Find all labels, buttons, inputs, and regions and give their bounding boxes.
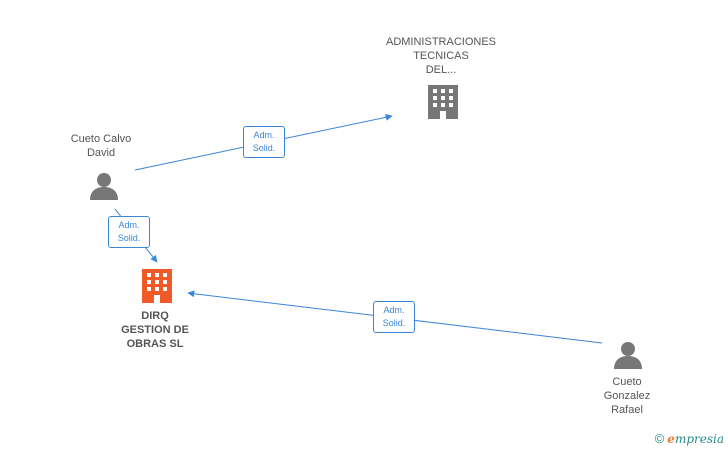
- node-label-dirq[interactable]: DIRQ GESTION DE OBRAS SL: [112, 309, 198, 351]
- edge-label-line: Solid.: [117, 233, 141, 243]
- edge-label-line: Solid.: [252, 143, 276, 153]
- node-label-line: OBRAS SL: [126, 338, 184, 350]
- edge-label-adm-solid: Adm. Solid.: [108, 216, 150, 248]
- node-label-line: David: [86, 147, 116, 159]
- node-label-cueto-calvo[interactable]: Cueto Calvo David: [55, 132, 147, 160]
- edge-label-line: Adm.: [383, 305, 405, 315]
- empresia-watermark: ©empresia: [655, 431, 724, 446]
- node-label-line: DEL...: [425, 64, 457, 76]
- edge-label-line: Solid.: [382, 318, 406, 328]
- brand-logo: empresia: [667, 432, 724, 446]
- node-label-line: Gonzalez: [603, 390, 651, 402]
- node-label-line: TECNICAS: [413, 50, 469, 62]
- node-label-line: Cueto Calvo: [70, 133, 132, 145]
- node-label-line: ADMINISTRACIONES: [385, 36, 496, 48]
- node-label-line: DIRQ: [141, 310, 169, 322]
- node-label-line: Rafael: [611, 404, 643, 416]
- building-icon[interactable]: [428, 85, 458, 119]
- edge-label-adm-solid: Adm. Solid.: [243, 126, 285, 158]
- person-icon[interactable]: [614, 342, 642, 369]
- node-label-line: Cueto: [612, 376, 642, 388]
- node-label-line: GESTION DE: [121, 324, 189, 336]
- node-label-cueto-gonzalez[interactable]: Cueto Gonzalez Rafael: [592, 375, 662, 417]
- edge-label-adm-solid: Adm. Solid.: [373, 301, 415, 333]
- person-icon[interactable]: [90, 173, 118, 200]
- brand-initial: e: [667, 432, 675, 446]
- edge-label-line: Adm.: [118, 220, 140, 230]
- copyright-icon: ©: [654, 431, 665, 446]
- brand-name: mpresia: [674, 432, 724, 446]
- edge-label-line: Adm.: [253, 130, 275, 140]
- building-icon[interactable]: [142, 269, 172, 303]
- node-label-admin-tecnicas[interactable]: ADMINISTRACIONES TECNICAS DEL...: [380, 35, 502, 77]
